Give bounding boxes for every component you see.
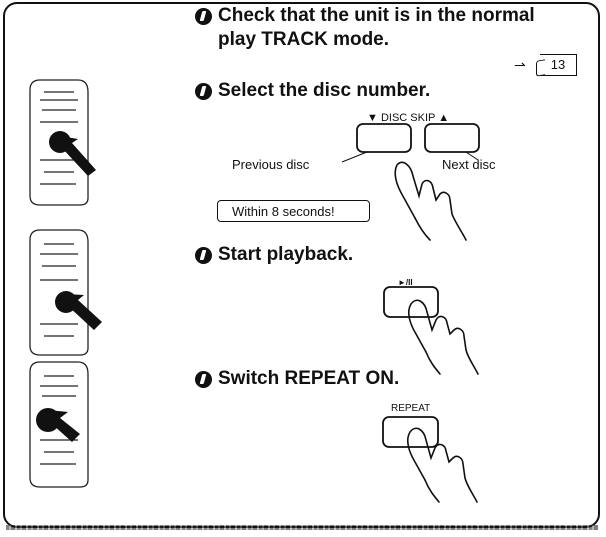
step-1-number-icon [195, 8, 212, 25]
step-2-title: Select the disc number. [218, 80, 431, 101]
step-1-title-line1: Check that the unit is in the normal [218, 5, 535, 26]
disc-skip-previous-button[interactable] [356, 123, 412, 153]
previous-disc-label: Previous disc [232, 157, 310, 172]
time-limit-callout: Within 8 seconds! [217, 200, 370, 222]
pointing-arrow-icon [66, 294, 102, 330]
hand-pressing-icon [408, 299, 479, 375]
frame-shadow [6, 525, 598, 530]
instruction-panel [3, 2, 600, 528]
step-4-title: Switch REPEAT ON. [218, 368, 400, 389]
disc-skip-next-button[interactable] [424, 123, 480, 153]
page-reference-arrow-icon: ⇀ [514, 57, 526, 73]
remote-control-icon [29, 229, 89, 356]
pointing-arrow-icon [60, 136, 96, 176]
step-3-number-icon [195, 247, 212, 264]
step-3-title: Start playback. [218, 244, 354, 265]
step-4-number-icon [195, 371, 212, 388]
repeat-label: REPEAT [391, 403, 431, 414]
play-pause-label: ►/II [398, 278, 413, 287]
hand-pressing-icon [394, 161, 467, 241]
next-disc-label: Next disc [442, 157, 496, 172]
pointing-arrow-icon [48, 410, 80, 442]
step-2-number-icon [195, 83, 212, 100]
play-pause-button[interactable] [383, 286, 439, 318]
remote-control-icon [29, 79, 89, 206]
step-1-title-line2: play TRACK mode. [218, 29, 390, 50]
hand-pressing-icon [407, 427, 478, 503]
disc-skip-label: ▼ DISC SKIP ▲ [367, 112, 450, 124]
page-reference[interactable]: 13 [540, 54, 577, 76]
